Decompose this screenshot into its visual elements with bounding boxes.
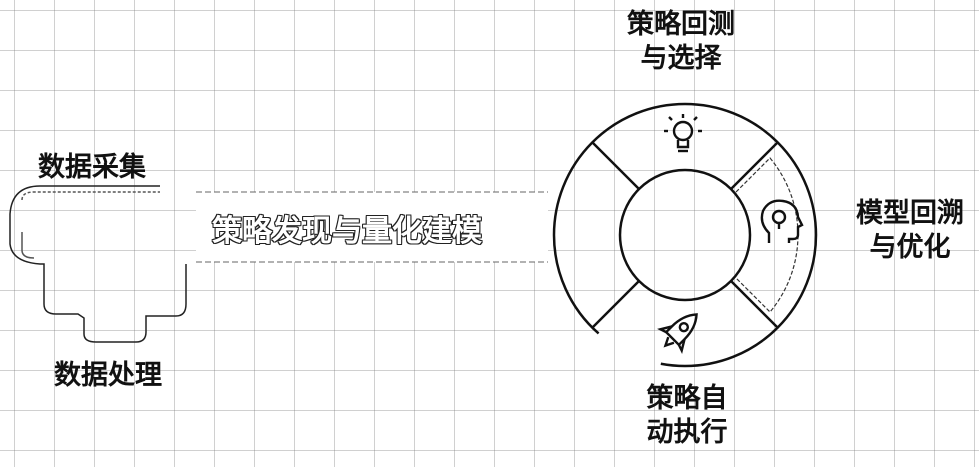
lightbulb-icon bbox=[664, 114, 702, 153]
banner-strategy-modeling: 策略发现与量化建模 bbox=[212, 214, 482, 249]
label-model-optimization-line2: 与优化 bbox=[869, 232, 951, 263]
label-auto-execution: 策略自 动执行 bbox=[647, 382, 728, 450]
ring-inner-circle bbox=[618, 168, 752, 302]
label-strategy-backtest-line2: 与选择 bbox=[640, 43, 722, 74]
rocket-icon bbox=[657, 313, 698, 354]
label-auto-execution-line2: 动执行 bbox=[646, 417, 728, 448]
label-auto-execution-line1: 策略自 bbox=[646, 383, 728, 414]
divider-bottom-left bbox=[591, 280, 640, 329]
label-model-optimization: 模型回溯 与优化 bbox=[856, 197, 964, 265]
label-strategy-backtest-line1: 策略回测 bbox=[627, 9, 735, 40]
head-profile-icon bbox=[760, 199, 804, 243]
label-data-processing: 数据处理 bbox=[54, 360, 162, 391]
banner-band bbox=[196, 191, 548, 263]
ring-outer-circle bbox=[552, 102, 818, 368]
divider-bottom-right bbox=[730, 280, 779, 329]
strategy-ring bbox=[552, 102, 818, 368]
label-strategy-backtest: 策略回测 与选择 bbox=[627, 8, 735, 76]
label-model-optimization-line1: 模型回溯 bbox=[856, 198, 964, 229]
left-frame-shape bbox=[9, 185, 187, 343]
divider-top-left bbox=[591, 141, 640, 190]
label-data-collection: 数据采集 bbox=[38, 152, 146, 183]
divider-top-right bbox=[730, 141, 779, 190]
